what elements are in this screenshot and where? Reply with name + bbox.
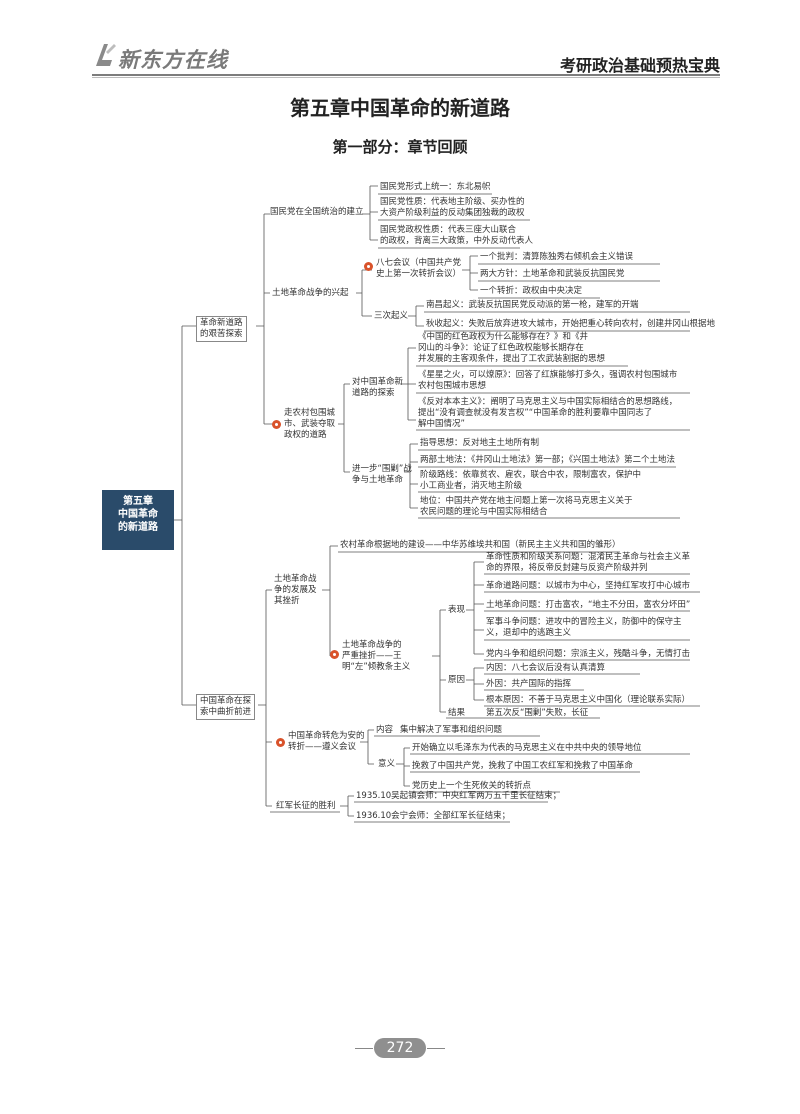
- meeting-item-2: 两大方针：土地革命和武装反抗国民党: [480, 269, 625, 279]
- node-manifest: 表现: [448, 605, 466, 615]
- land-item-3b: 小工商业者，消灭地主阶级: [420, 481, 523, 491]
- explore-item-1a: 《中国的红色政权为什么能够存在？》和《井: [418, 332, 589, 342]
- header-divider-thin: [92, 77, 720, 78]
- node-cause: 原因: [448, 675, 466, 685]
- meaning-item-1: 开始确立以毛泽东为代表的马克思主义在中共中央的领导地位: [412, 743, 642, 753]
- page-number: 272: [374, 1038, 426, 1058]
- branch-1-node: 革命新道路 的艰苦探索: [196, 316, 247, 342]
- node-land-war-rise: 土地革命战争的兴起: [272, 288, 349, 298]
- land-item-4a: 地位：中国共产党在地主问题上第一次将马克思主义关于: [420, 496, 633, 506]
- node-land-revolution-line-2: 争与土地革命: [352, 475, 404, 485]
- manifest-item-2: 革命道路问题：以城市为中心，坚持红军攻打中心城市: [486, 581, 691, 591]
- land-item-2: 两部土地法：《井冈山土地法》第一部；《兴国土地法》第二个土地法: [420, 455, 676, 465]
- explore-item-3b: 提出“没有调查就没有发言权”“中国革命的胜利要靠中国同志了: [418, 408, 653, 418]
- land-item-4b: 农民问题的理论与中国实际相结合: [420, 507, 548, 517]
- explore-item-1c: 并发展的主客观条件，提出了工农武装割据的思想: [418, 354, 606, 364]
- land-item-1: 指导思想：反对地主土地所有制: [420, 438, 540, 448]
- root-line-3: 的新道路: [118, 522, 158, 533]
- manifest-item-1: 革命性质和阶级关系问题：混淆民主革命与社会主义革命的界限，将反帝反封建与反资产阶…: [486, 552, 691, 573]
- explore-item-3a: 《反对本本主义》：阐明了马克思主义与中国实际相结合的思想路线，: [418, 397, 678, 407]
- branch-2-label-line-2: 索中曲折前进: [200, 707, 252, 717]
- footer-divider-left: [355, 1048, 373, 1049]
- meaning-item-3: 党历史上一个生死攸关的转折点: [412, 781, 532, 791]
- node-setback-line-1: 土地革命战争的: [342, 640, 402, 650]
- kmt-item-3a: 国民党政权性质：代表三座大山联合: [380, 225, 517, 235]
- explore-item-1b: 冈山的斗争》：论证了红色政权能够长期存在: [418, 343, 584, 353]
- manifest-item-5: 党内斗争和组织问题：宗派主义，残酷斗争，无情打击: [486, 649, 691, 659]
- manifest-item-3: 土地革命问题：打击富农，“地主不分田，富农分坏田”: [486, 600, 691, 610]
- node-content: 内容: [376, 725, 394, 735]
- meeting-87-line-1: 八七会议（中国共产党: [376, 258, 462, 268]
- node-uprisings: 三次起义: [374, 311, 409, 321]
- footer-divider-right: [427, 1048, 445, 1049]
- explore-item-3c: 解中国情况”: [418, 419, 465, 429]
- cause-item-3: 根本原因：不善于马克思主义中国化（理论联系实际）: [486, 695, 691, 705]
- meeting-item-3: 一个转折：政权由中央决定: [480, 286, 583, 296]
- node-land-war-dev-line-1: 土地革命战: [274, 574, 317, 584]
- branch-1-label-line-1: 革命新道路: [200, 318, 243, 328]
- branch-2-label-line-1: 中国革命在探: [200, 696, 252, 706]
- node-zunyi-line-1: 中国革命转危为安的: [288, 731, 365, 741]
- node-setback-line-2: 严重挫折——王: [342, 651, 402, 661]
- kmt-item-2a: 国民党性质：代表地主阶级、买办性的: [380, 197, 525, 207]
- node-explore-line-2: 道路的探索: [352, 388, 395, 398]
- explore-item-2a: 《星星之火，可以燎原》：回答了红旗能够打多久，强调农村包围城市: [418, 370, 678, 380]
- cause-item-1: 内因：八七会议后没有认真清算: [486, 663, 606, 673]
- node-meaning: 意义: [378, 759, 396, 769]
- page-subtitle: 第一部分：章节回顾: [332, 138, 468, 156]
- mindmap-root: 第五章 中国革命 的新道路: [102, 490, 174, 550]
- node-land-war-dev-line-3: 其挫折: [274, 596, 300, 606]
- page-title: 第五章中国革命的新道路: [290, 96, 510, 120]
- node-long-march: 红军长征的胜利: [276, 801, 336, 811]
- kmt-item-3b: 的政权，背离三大政策，中外反动代表人: [380, 236, 534, 246]
- uprising-1: 南昌起义：武装反抗国民党反动派的第一枪，建军的开端: [426, 300, 639, 310]
- key-point-icon: [330, 650, 339, 659]
- meeting-87-line-2: 史上第一次转折会议）: [376, 269, 462, 279]
- manifest-item-4: 军事斗争问题：进攻中的冒险主义，防御中的保守主义，退却中的逃跑主义: [486, 617, 682, 638]
- node-setback-line-3: 明“左”倾教条主义: [342, 662, 411, 672]
- header-book-title: 考研政治基础预热宝典: [560, 56, 721, 75]
- meaning-item-2: 挽救了中国共产党，挽救了中国工农红军和挽救了中国革命: [412, 761, 634, 771]
- logo-icon: [96, 44, 116, 66]
- cause-item-2: 外因：共产国际的指挥: [486, 679, 572, 689]
- long-march-item-1: 1935.10吴起镇会师：中央红军两万五千里长征结束；: [356, 791, 562, 801]
- kmt-item-2b: 大资产阶级利益的反动集团独裁的政权: [380, 208, 525, 218]
- node-land-war-dev-line-2: 争的发展及: [274, 585, 317, 595]
- uprising-2: 秋收起义：失败后放弃进攻大城市，开始把重心转向农村，创建井冈山根据地: [426, 319, 716, 329]
- node-zunyi-line-2: 转折——遵义会议: [288, 742, 357, 752]
- node-land-revolution-line-1: 进一步“围剿”战: [352, 464, 412, 474]
- branch-1-label-line-2: 的艰苦探索: [200, 329, 243, 339]
- long-march-item-2: 1936.10会宁会师：全部红军长征结束；: [356, 811, 511, 821]
- logo-text: 新东方在线: [118, 48, 228, 72]
- content-item: 集中解决了军事和组织问题: [400, 725, 503, 735]
- key-point-icon: [272, 420, 281, 429]
- explore-item-2b: 农村包围城市思想: [418, 381, 487, 391]
- meeting-item-1: 一个批判：清算陈独秀右倾机会主义错误: [480, 252, 634, 262]
- node-result: 结果: [448, 708, 466, 718]
- branch-2-node: 中国革命在探 索中曲折前进: [196, 694, 256, 720]
- key-point-icon: [276, 738, 285, 747]
- node-kmt-rule: 国民党在全国统治的建立: [270, 207, 364, 217]
- node-explore-line-1: 对中国革命新: [352, 377, 404, 387]
- node-new-road-line-2: 市、武装夺取: [284, 419, 336, 429]
- soviet-republic: 农村革命根据地的建设——中华苏维埃共和国（新民主主义共和国的雏形）: [340, 540, 621, 550]
- result-item: 第五次反“围剿”失败，长征: [486, 708, 589, 718]
- land-item-3a: 阶级路线：依靠贫农、雇农，联合中农，限制富农，保护中: [420, 470, 642, 480]
- header-divider: [92, 74, 720, 76]
- key-point-icon: [364, 262, 373, 271]
- kmt-item-1: 国民党形式上统一：东北易帜: [380, 182, 491, 192]
- node-new-road-line-1: 走农村包围城: [284, 408, 336, 418]
- node-new-road-line-3: 政权的道路: [284, 430, 327, 440]
- root-line-1: 第五章: [123, 496, 153, 507]
- root-line-2: 中国革命: [118, 509, 158, 520]
